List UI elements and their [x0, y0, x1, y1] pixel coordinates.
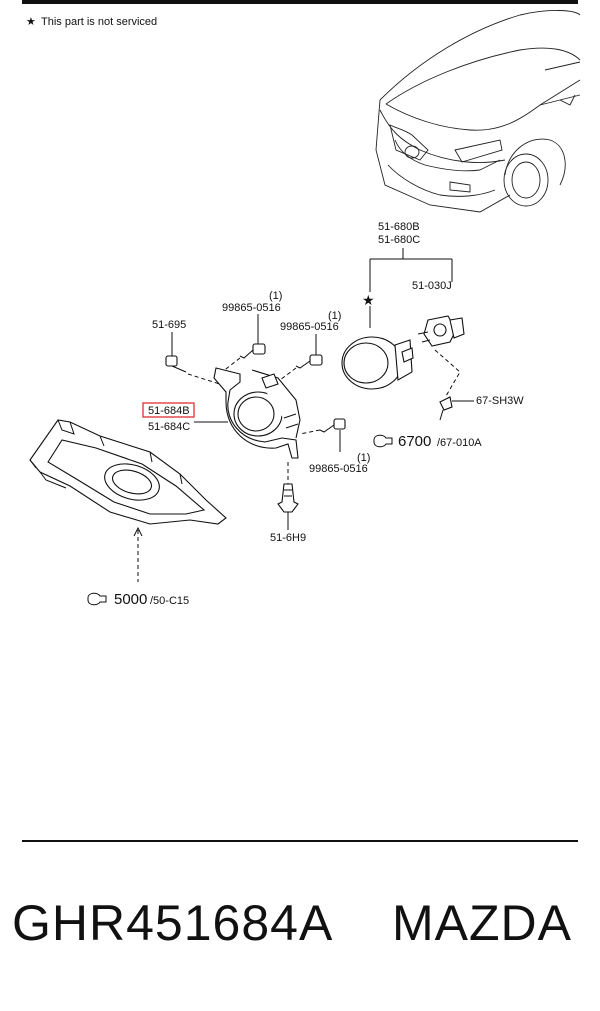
label-51-030j: 51-030J [412, 280, 452, 292]
top-rule [22, 0, 578, 4]
footer-rule [22, 840, 578, 842]
screw-51-695-icon [165, 355, 187, 373]
label-bolt-2-qty: (1) [328, 310, 341, 322]
socket-icon [439, 396, 453, 421]
label-51-695: 51-695 [152, 319, 186, 331]
note-star-icon: ★ [26, 16, 36, 28]
label-51-680c: 51-680C [378, 234, 420, 246]
parts-diagram: ★ This part is not serviced 51-680B 51-6… [26, 10, 581, 608]
bracket-51-684 [213, 367, 301, 459]
label-bolt-1-qty: (1) [269, 290, 282, 302]
label-51-684c: 51-684C [148, 421, 190, 433]
label-51-684b: 51-684B [148, 405, 190, 417]
label-51-6h9: 51-6H9 [270, 532, 306, 544]
highlight-box [142, 402, 195, 418]
bolt-2-icon [295, 354, 323, 369]
footer-brand: MAZDA [392, 895, 572, 951]
label-67-sh3w: 67-SH3W [476, 395, 524, 407]
bolt-3-icon [319, 418, 346, 433]
fog-lamp-bezel [29, 419, 227, 525]
label-bolt-3: 99865-0516 [309, 463, 368, 475]
clip-51-6h9-icon [277, 483, 299, 513]
label-bolt-2: 99865-0516 [280, 321, 339, 333]
footer-part-number: GHR451684A [12, 895, 334, 951]
note-text: This part is not serviced [41, 16, 157, 28]
label-bolt-1: 99865-0516 [222, 302, 281, 314]
label-51-680b: 51-680B [378, 221, 420, 233]
fog-lamp [341, 336, 414, 390]
ref-5000-sub: /50-C15 [150, 595, 189, 607]
ref-6700-icon [373, 434, 393, 448]
car-icon [375, 10, 581, 213]
not-serviced-star-icon: ★ [362, 292, 375, 308]
ref-5000-number: 5000 [114, 591, 147, 608]
label-bolt-3-qty: (1) [357, 452, 370, 464]
ref-6700-number: 6700 [398, 433, 431, 450]
bulb-icon [417, 315, 465, 347]
ref-6700-sub: /67-010A [437, 437, 482, 449]
ref-5000-icon [87, 592, 107, 606]
bolt-1-icon [239, 343, 266, 359]
